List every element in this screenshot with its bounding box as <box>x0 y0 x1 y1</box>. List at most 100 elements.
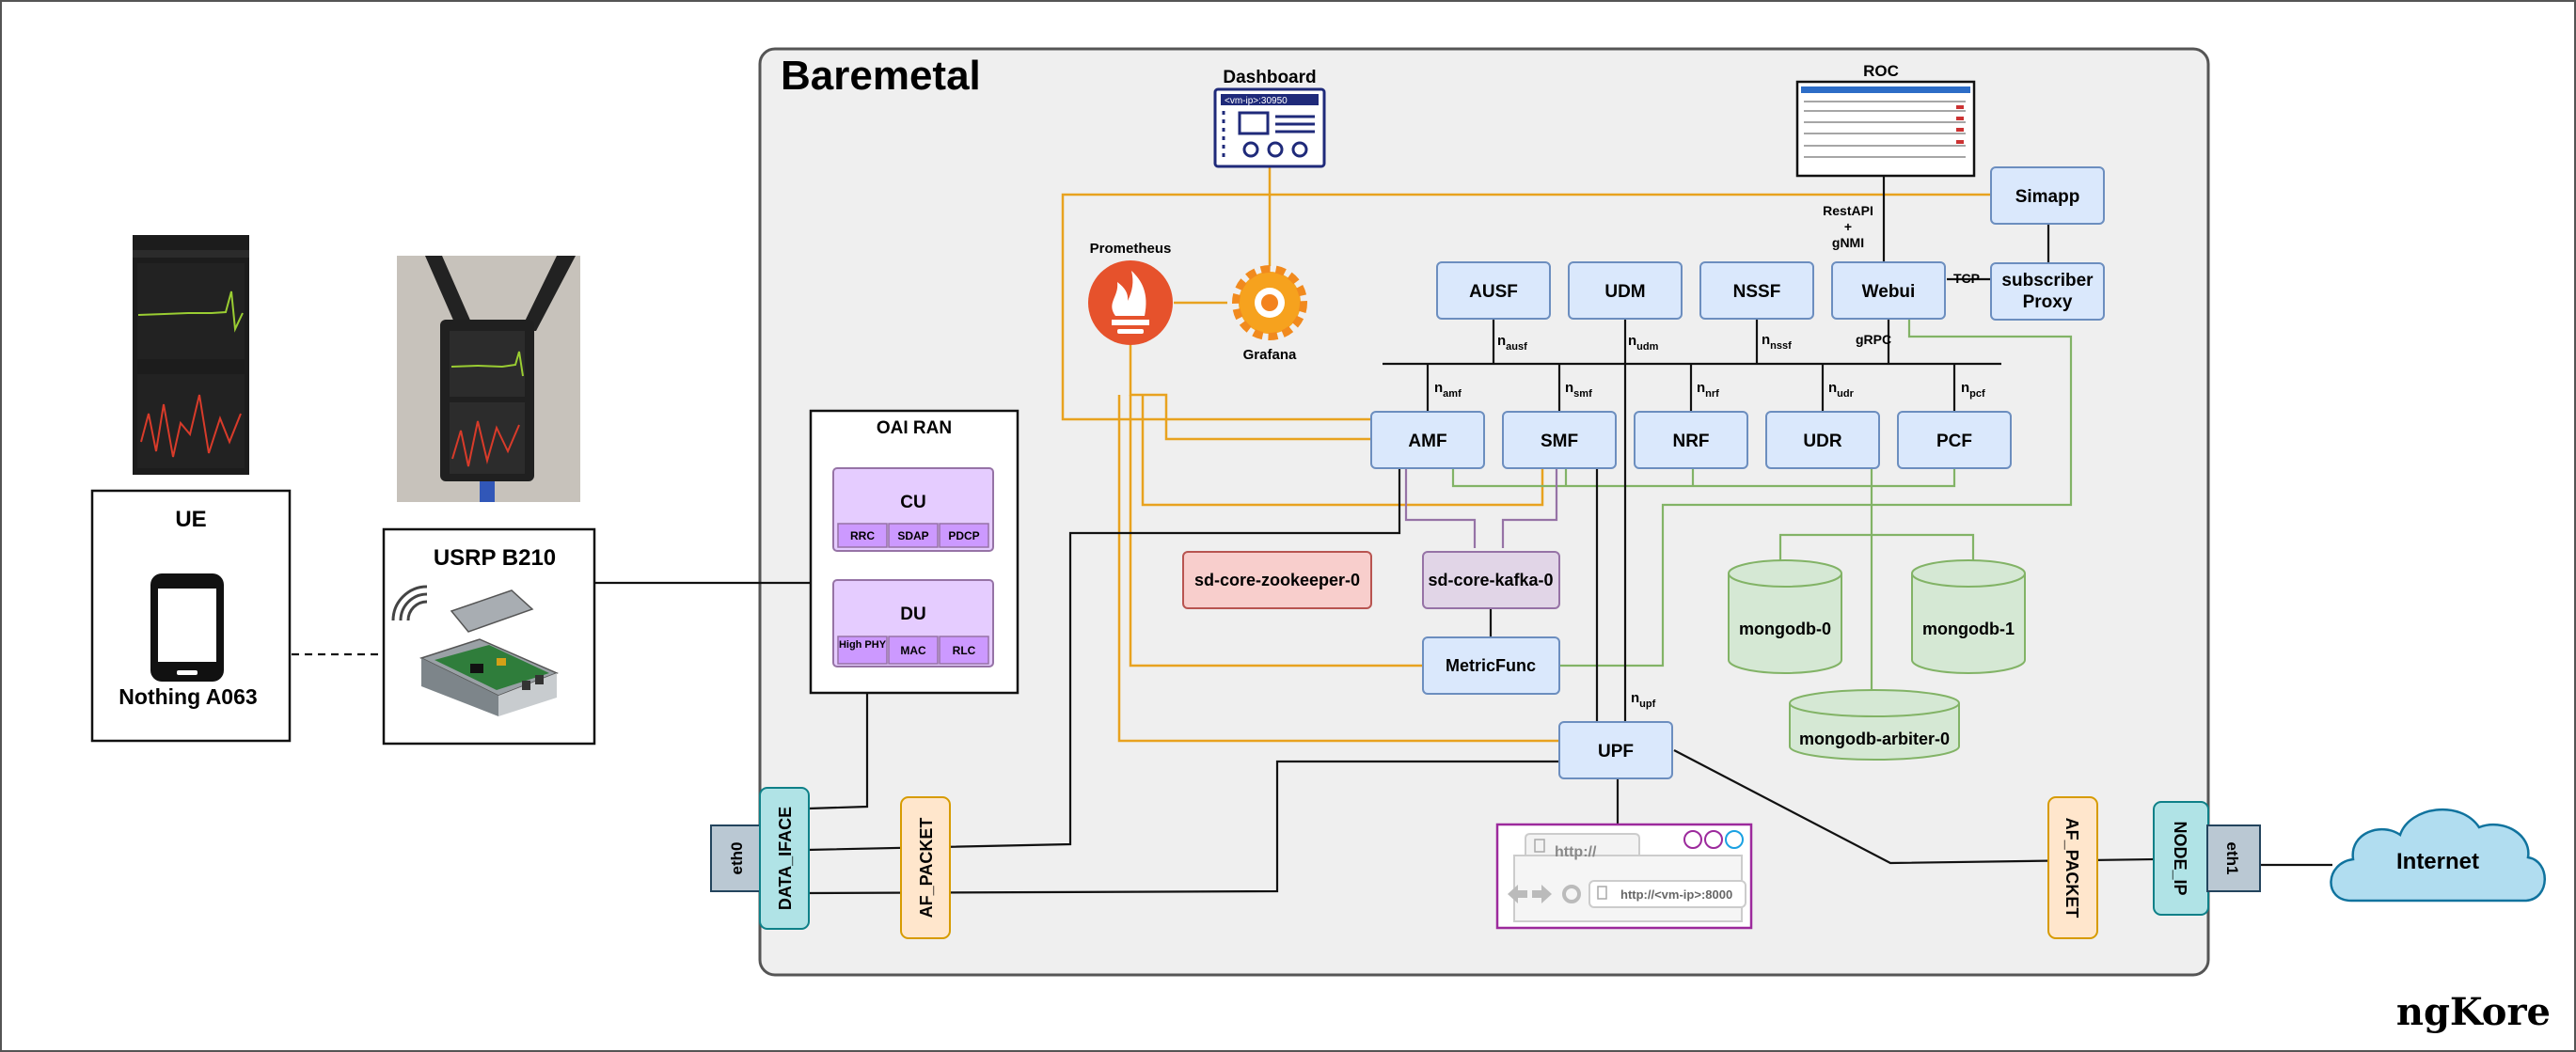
n-upf-label: nupf <box>1631 690 1656 710</box>
data-iface-box[interactable] <box>759 787 810 930</box>
amf-pcf-bus <box>1451 468 1956 488</box>
af-packet-left-label: AF_PACKET <box>917 818 936 919</box>
amf-kafka-link <box>1404 468 1477 548</box>
webui-box[interactable] <box>1831 261 1946 320</box>
internet-cloud[interactable]: Internet <box>2330 808 2546 903</box>
browser-tab-text: http:// <box>1555 844 1597 860</box>
mongodb-0-node[interactable]: mongodb-0 <box>1728 559 1842 674</box>
restapi-label-3: gNMI <box>1832 235 1864 250</box>
rlc-label: RLC <box>953 644 976 657</box>
udm-box[interactable] <box>1568 261 1683 320</box>
mongodb-0-label: mongodb-0 <box>1739 620 1831 638</box>
ausf-box[interactable] <box>1436 261 1551 320</box>
purple-links <box>1404 468 1558 548</box>
restapi-label-2: + <box>1844 219 1852 234</box>
webui-metricfunc-link <box>1559 320 2073 667</box>
nssf-label: NSSF <box>1733 282 1781 302</box>
prometheus-label: Prometheus <box>1090 241 1172 257</box>
upf-box[interactable] <box>1558 721 1673 779</box>
high-phy-layer <box>837 636 888 665</box>
forward-arrow-icon <box>1532 885 1552 903</box>
af-packet-left-box[interactable] <box>900 796 951 939</box>
subscriber-proxy-box[interactable] <box>1990 262 2105 321</box>
pcf-box[interactable] <box>1897 411 2012 469</box>
window-dot-3 <box>1725 830 1744 849</box>
amf-box[interactable] <box>1370 411 1485 469</box>
restapi-label-1: RestAPI <box>1823 203 1873 218</box>
n-amf-label: namf <box>1434 380 1462 400</box>
mac-layer <box>888 636 939 665</box>
amf-afpacket-link <box>806 468 1401 852</box>
grafana-icon[interactable] <box>1232 265 1307 340</box>
browser-url: http://<vm-ip>:8000 <box>1620 887 1732 902</box>
oai-ran-node: OAI RAN CU RRC SDAP PDCP DU High PHY MAC… <box>809 409 1019 695</box>
eth0-box[interactable] <box>710 824 763 892</box>
kafka-label: sd-core-kafka-0 <box>1428 571 1553 589</box>
subscriber-proxy-label-1: subscriber <box>2001 271 2094 290</box>
mongodb-arbiter-node[interactable]: mongodb-arbiter-0 <box>1789 689 1960 761</box>
simapp-box[interactable] <box>1990 166 2105 225</box>
mongodb-1-node[interactable]: mongodb-1 <box>1911 559 2026 674</box>
ue-device-name: Nothing A063 <box>119 684 257 709</box>
n-nrf-label: nnrf <box>1697 380 1719 400</box>
prometheus-metricfunc-link <box>1129 395 1423 667</box>
sdap-label: SDAP <box>897 529 928 542</box>
zookeeper-box[interactable] <box>1182 551 1372 609</box>
metricfunc-box[interactable] <box>1422 636 1560 695</box>
nf-bottom-row: AMF SMF NRF UDR PCF <box>1370 411 2012 469</box>
node-ip-label: NODE_IP <box>2171 821 2189 895</box>
internet-label: Internet <box>2396 849 2479 874</box>
dashboard-screen-text: <vm-ip>:30950 <box>1225 96 1288 106</box>
n-nssf-label: nnssf <box>1762 332 1792 352</box>
nrf-box[interactable] <box>1634 411 1748 469</box>
window-dot-1 <box>1683 830 1702 849</box>
window-dot-2 <box>1704 830 1723 849</box>
phone-screen <box>158 589 216 662</box>
baremetal-title: Baremetal <box>781 53 981 99</box>
smf-box[interactable] <box>1502 411 1617 469</box>
brand-logo-text: ngKore <box>2396 990 2551 1034</box>
kafka-box[interactable] <box>1422 551 1560 609</box>
dashboard-screen-bar <box>1221 94 1319 105</box>
browser-window[interactable]: http:// http://<vm-ip>:8000 <box>1495 823 1753 930</box>
black-links <box>292 176 2332 895</box>
prometheus-amf-link <box>1129 343 1371 441</box>
roc-header-bar <box>1801 86 1970 93</box>
sdap-layer <box>888 523 939 548</box>
dashboard-node: Dashboard <vm-ip>:30950 <box>1213 68 1326 168</box>
amf-label: AMF <box>1408 432 1446 451</box>
phone-button <box>177 670 198 675</box>
udm-label: UDM <box>1604 282 1645 302</box>
af-packet-right-box[interactable] <box>2047 796 2098 939</box>
pcf-label: PCF <box>1936 432 1972 451</box>
roc-screenshot[interactable] <box>1795 80 1976 178</box>
du-label: DU <box>900 605 925 624</box>
dashboard-panel <box>1238 111 1270 135</box>
rlc-layer <box>939 636 989 665</box>
webui-label: Webui <box>1862 282 1916 302</box>
udr-box[interactable] <box>1765 411 1880 469</box>
nssf-box[interactable] <box>1699 261 1814 320</box>
grafana-label: Grafana <box>1243 347 1297 363</box>
eth1-box[interactable] <box>2206 824 2261 892</box>
high-phy-label: High PHY <box>839 639 887 651</box>
data-iface-label: DATA_IFACE <box>776 807 795 910</box>
dashboard-icon[interactable] <box>1213 87 1326 168</box>
n-udm-label: nudm <box>1628 333 1659 353</box>
ue-node: UE Nothing A063 <box>90 489 292 743</box>
simapp-label: Simapp <box>2015 187 2080 207</box>
simapp-prometheus-link <box>1061 193 1991 421</box>
usrp-node: USRP B210 <box>382 527 596 746</box>
nrf-label: NRF <box>1672 432 1709 451</box>
n-ausf-label: nausf <box>1497 333 1527 353</box>
prometheus-icon[interactable] <box>1088 260 1173 345</box>
usrp-board-image <box>419 589 559 716</box>
sbi-interface-labels: nausf nudm nnssf namf nsmf nnrf nudr npc… <box>1434 332 1985 710</box>
pdcp-layer <box>939 523 989 548</box>
dashboard-label: Dashboard <box>1223 68 1316 87</box>
back-arrow-icon <box>1508 885 1527 903</box>
oai-ran-title: OAI RAN <box>877 418 952 438</box>
usrp-title: USRP B210 <box>434 545 556 571</box>
cu-label: CU <box>900 493 925 512</box>
